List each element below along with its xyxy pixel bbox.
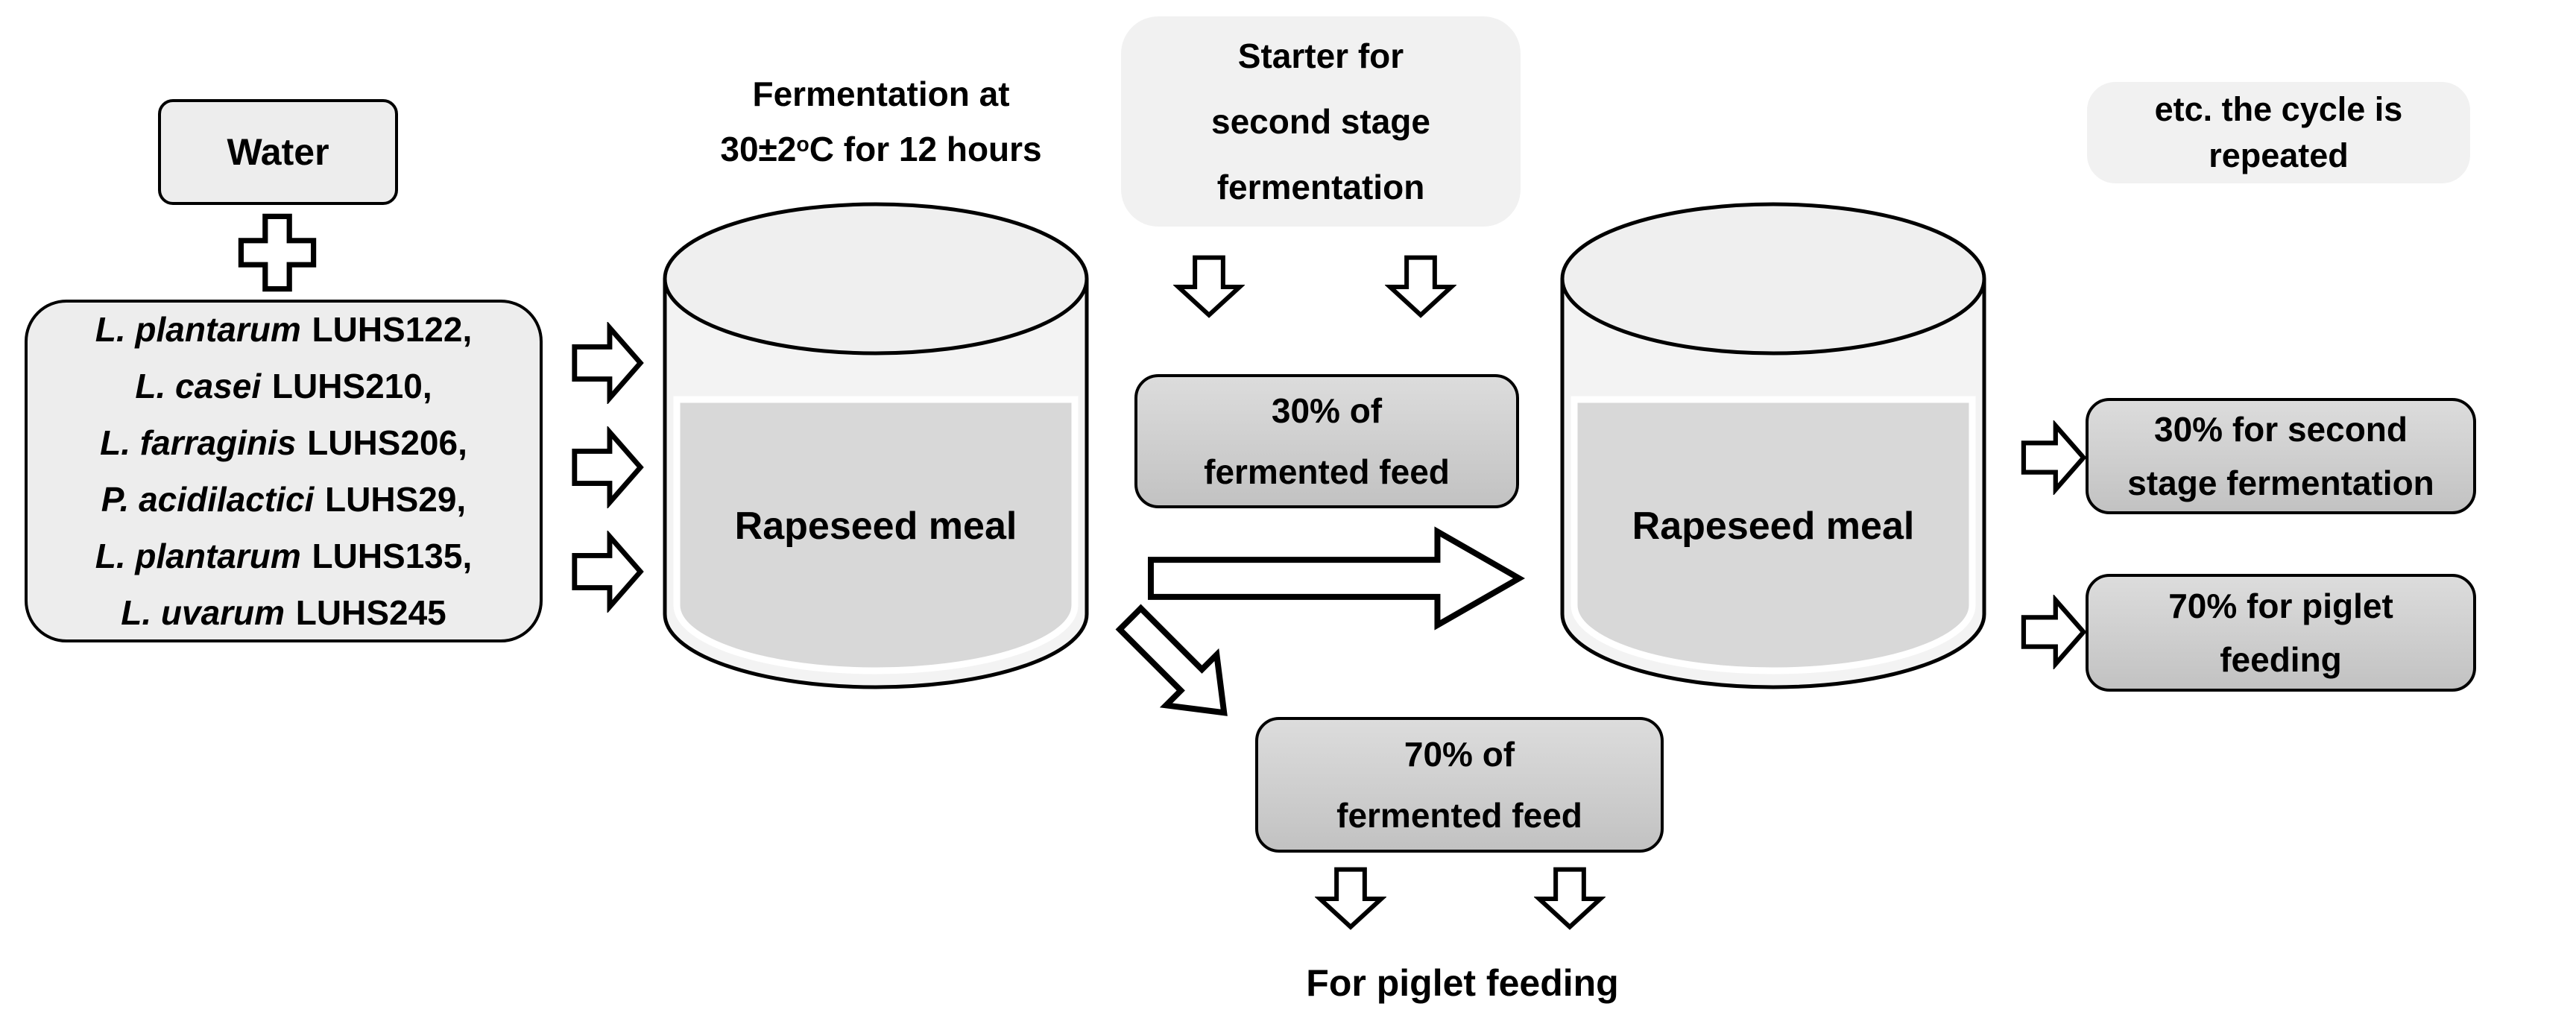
strain-species: P. acidilactici: [101, 480, 315, 519]
down-arrow-icon: [1385, 255, 1456, 318]
fermented-feed-70-line: fermented feed: [1336, 796, 1582, 835]
right-arrow-icon: [2021, 595, 2087, 669]
plus-icon: [238, 213, 317, 292]
cycle-repeated-line: repeated: [2209, 136, 2349, 174]
strain-species: L. casei: [135, 367, 262, 405]
fermented-feed-70-line: 70% of: [1404, 735, 1515, 774]
strain-species: L. plantarum: [95, 537, 301, 575]
cycle-repeated-box: etc. the cycle is repeated: [2087, 82, 2470, 183]
strain-code: LUHS29,: [325, 480, 467, 519]
strain-code: LUHS245: [295, 593, 446, 632]
piglet-feeding-label: For piglet feeding: [1306, 962, 1619, 1004]
starter-second-stage-line: second stage: [1211, 102, 1430, 141]
fermented-feed-30-line: fermented feed: [1204, 452, 1450, 491]
down-arrow-icon: [1534, 867, 1606, 930]
fermentation-tank-first: [663, 202, 1089, 689]
strain-species: L. plantarum: [95, 310, 301, 349]
strain-item: L. uvarum LUHS245: [121, 584, 446, 641]
second-stage-30-line: 30% for second: [2154, 410, 2408, 449]
water-label: Water: [227, 131, 329, 173]
tank-second-label: Rapeseed meal: [1632, 505, 1915, 548]
strain-item: L. plantarum LUHS122,: [95, 301, 473, 358]
fermentation-conditions-label: Fermentation at 30±2oC for 12 hours: [650, 69, 1112, 174]
piglet-70-line: 70% for piglet: [2168, 587, 2393, 625]
strain-species: L. uvarum: [121, 593, 285, 632]
fermentation-conditions-line2: 30±2oC for 12 hours: [720, 129, 1042, 168]
strain-code: LUHS206,: [307, 423, 467, 462]
fermentation-conditions-line1: Fermentation at: [752, 75, 1010, 113]
big-right-arrow-icon: [1147, 526, 1525, 631]
right-arrow-icon: [572, 531, 644, 613]
starter-second-stage-line: fermentation: [1216, 168, 1425, 206]
tank-first-label: Rapeseed meal: [734, 505, 1017, 548]
piglet-70-box: 70% for piglet feeding: [2086, 574, 2476, 692]
fermentation-tank-second: [1560, 202, 1986, 689]
down-arrow-icon: [1173, 255, 1245, 318]
strain-item: L. plantarum LUHS135,: [95, 528, 473, 584]
down-arrow-icon: [1315, 867, 1386, 930]
fermented-feed-30-box: 30% of fermented feed: [1134, 374, 1519, 508]
water-box: Water: [158, 99, 398, 205]
right-arrow-icon: [572, 426, 644, 508]
right-arrow-icon: [572, 322, 644, 404]
strain-code: LUHS122,: [312, 310, 473, 349]
fermented-feed-30-line: 30% of: [1271, 391, 1383, 430]
piglet-70-line: feeding: [2220, 640, 2342, 679]
starter-second-stage-line: Starter for: [1237, 37, 1404, 75]
strain-code: LUHS135,: [312, 537, 473, 575]
strain-species: L. farraginis: [100, 423, 297, 462]
diagonal-arrow-icon: [1115, 604, 1228, 716]
strain-code: LUHS210,: [271, 367, 432, 405]
second-stage-30-line: stage fermentation: [2127, 464, 2434, 502]
starter-second-stage-box: Starter for second stage fermentation: [1121, 16, 1521, 227]
strain-item: P. acidilactici LUHS29,: [101, 471, 466, 528]
second-stage-30-box: 30% for second stage fermentation: [2086, 398, 2476, 514]
strain-item: L. farraginis LUHS206,: [100, 414, 467, 471]
fermented-feed-70-box: 70% of fermented feed: [1255, 717, 1664, 853]
right-arrow-icon: [2021, 420, 2087, 495]
cycle-repeated-line: etc. the cycle is: [2154, 90, 2403, 128]
